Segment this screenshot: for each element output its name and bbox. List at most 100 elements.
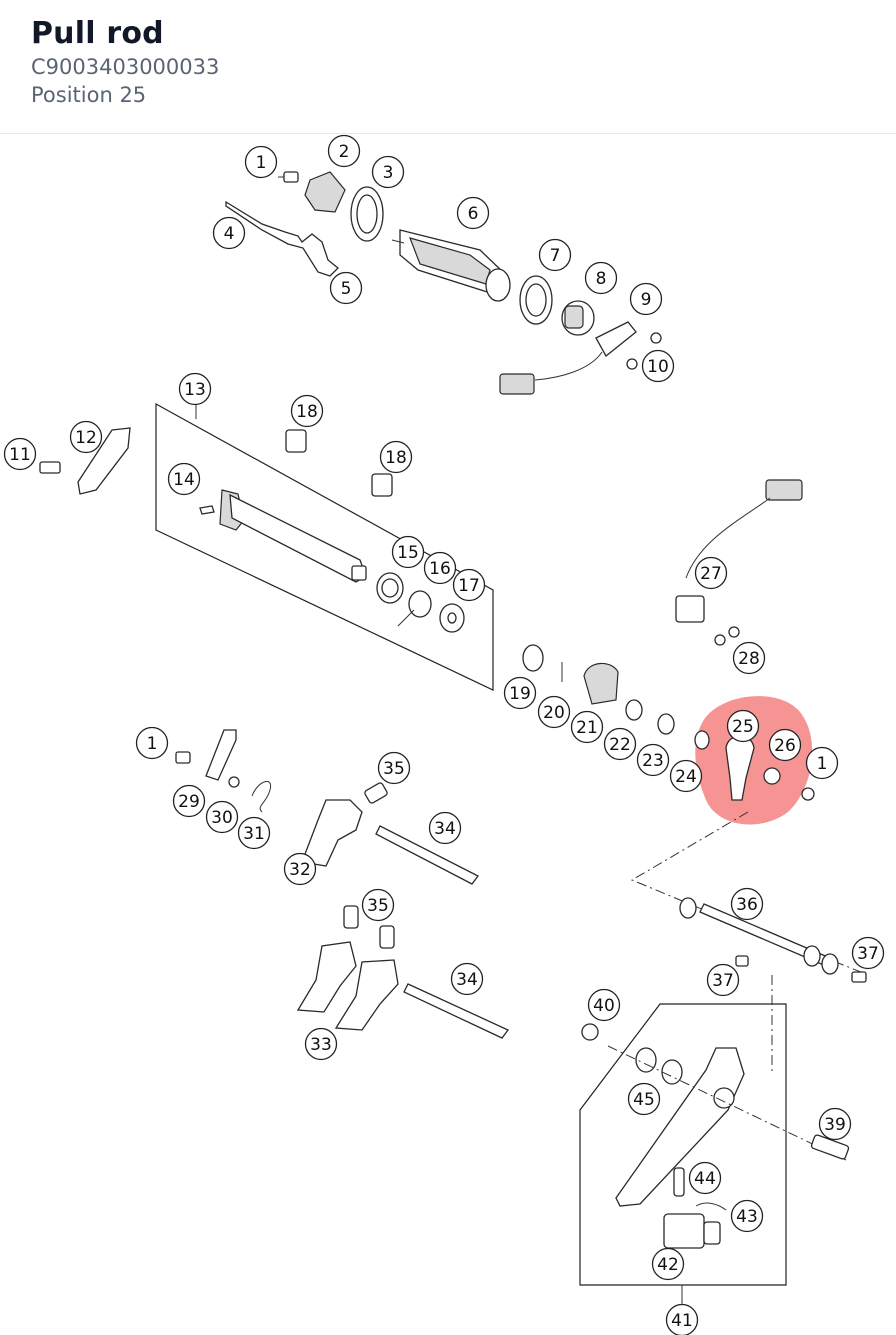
callout-circle[interactable]	[377, 751, 411, 785]
callout-1[interactable]: 1	[244, 145, 278, 179]
callout-circle[interactable]	[584, 261, 618, 295]
callout-circle[interactable]	[706, 963, 740, 997]
callout-circle[interactable]	[452, 568, 486, 602]
callout-circle[interactable]	[629, 282, 663, 316]
callout-circle[interactable]	[538, 238, 572, 272]
callout-21[interactable]: 21	[570, 710, 604, 744]
callout-circle[interactable]	[237, 816, 271, 850]
callout-40[interactable]: 40	[587, 988, 621, 1022]
callout-18[interactable]: 18	[290, 394, 324, 428]
callout-circle[interactable]	[167, 462, 201, 496]
callout-17[interactable]: 17	[452, 568, 486, 602]
callout-circle[interactable]	[732, 641, 766, 675]
callout-22[interactable]: 22	[603, 727, 637, 761]
callout-circle[interactable]	[361, 888, 395, 922]
callout-14[interactable]: 14	[167, 462, 201, 496]
callout-circle[interactable]	[244, 145, 278, 179]
callout-5[interactable]: 5	[329, 271, 363, 305]
callout-29[interactable]: 29	[172, 784, 206, 818]
callout-circle[interactable]	[768, 728, 802, 762]
callout-25[interactable]: 25	[726, 709, 760, 743]
callout-circle[interactable]	[423, 551, 457, 585]
callout-circle[interactable]	[178, 372, 212, 406]
callout-12[interactable]: 12	[69, 420, 103, 454]
callout-circle[interactable]	[391, 535, 425, 569]
callout-34[interactable]: 34	[450, 962, 484, 996]
callout-42[interactable]: 42	[651, 1247, 685, 1281]
callout-28[interactable]: 28	[732, 641, 766, 675]
callout-45[interactable]: 45	[627, 1082, 661, 1116]
callout-32[interactable]: 32	[283, 852, 317, 886]
callout-2[interactable]: 2	[327, 134, 361, 168]
callout-circle[interactable]	[636, 743, 670, 777]
callout-13[interactable]: 13	[178, 372, 212, 406]
callout-6[interactable]: 6	[456, 196, 490, 230]
callout-18[interactable]: 18	[379, 440, 413, 474]
callout-31[interactable]: 31	[237, 816, 271, 850]
callout-circle[interactable]	[627, 1082, 661, 1116]
callout-circle[interactable]	[503, 676, 537, 710]
callout-11[interactable]: 11	[3, 437, 37, 471]
callout-7[interactable]: 7	[538, 238, 572, 272]
callout-34[interactable]: 34	[428, 811, 462, 845]
callout-44[interactable]: 44	[688, 1161, 722, 1195]
callout-circle[interactable]	[205, 800, 239, 834]
callout-37[interactable]: 37	[851, 936, 885, 970]
callout-circle[interactable]	[371, 155, 405, 189]
callout-circle[interactable]	[694, 556, 728, 590]
callout-circle[interactable]	[603, 727, 637, 761]
callout-circle[interactable]	[726, 709, 760, 743]
callout-20[interactable]: 20	[537, 695, 571, 729]
callout-circle[interactable]	[651, 1247, 685, 1281]
callout-circle[interactable]	[290, 394, 324, 428]
callout-23[interactable]: 23	[636, 743, 670, 777]
callout-circle[interactable]	[327, 134, 361, 168]
callout-circle[interactable]	[428, 811, 462, 845]
callout-circle[interactable]	[329, 271, 363, 305]
callout-circle[interactable]	[730, 1199, 764, 1233]
callout-24[interactable]: 24	[669, 759, 703, 793]
callout-circle[interactable]	[3, 437, 37, 471]
callout-circle[interactable]	[730, 887, 764, 921]
callout-27[interactable]: 27	[694, 556, 728, 590]
callout-16[interactable]: 16	[423, 551, 457, 585]
callout-4[interactable]: 4	[212, 216, 246, 250]
callout-circle[interactable]	[851, 936, 885, 970]
callout-8[interactable]: 8	[584, 261, 618, 295]
callout-circle[interactable]	[304, 1027, 338, 1061]
callout-circle[interactable]	[172, 784, 206, 818]
callout-33[interactable]: 33	[304, 1027, 338, 1061]
callout-circle[interactable]	[669, 759, 703, 793]
callout-circle[interactable]	[456, 196, 490, 230]
callout-1[interactable]: 1	[805, 746, 839, 780]
callout-43[interactable]: 43	[730, 1199, 764, 1233]
callout-circle[interactable]	[688, 1161, 722, 1195]
callout-35[interactable]: 35	[361, 888, 395, 922]
callout-37[interactable]: 37	[706, 963, 740, 997]
callout-circle[interactable]	[665, 1303, 699, 1335]
callout-circle[interactable]	[570, 710, 604, 744]
callout-circle[interactable]	[135, 726, 169, 760]
callout-circle[interactable]	[587, 988, 621, 1022]
callout-circle[interactable]	[641, 349, 675, 383]
callout-41[interactable]: 41	[665, 1303, 699, 1335]
callout-26[interactable]: 26	[768, 728, 802, 762]
callout-30[interactable]: 30	[205, 800, 239, 834]
callout-circle[interactable]	[537, 695, 571, 729]
callout-10[interactable]: 10	[641, 349, 675, 383]
callout-circle[interactable]	[379, 440, 413, 474]
callout-circle[interactable]	[450, 962, 484, 996]
callout-35[interactable]: 35	[377, 751, 411, 785]
callout-36[interactable]: 36	[730, 887, 764, 921]
callout-15[interactable]: 15	[391, 535, 425, 569]
callout-1[interactable]: 1	[135, 726, 169, 760]
callout-19[interactable]: 19	[503, 676, 537, 710]
callout-circle[interactable]	[69, 420, 103, 454]
callout-circle[interactable]	[283, 852, 317, 886]
callout-circle[interactable]	[805, 746, 839, 780]
callout-9[interactable]: 9	[629, 282, 663, 316]
callout-39[interactable]: 39	[818, 1107, 852, 1141]
callout-circle[interactable]	[818, 1107, 852, 1141]
callout-circle[interactable]	[212, 216, 246, 250]
callout-3[interactable]: 3	[371, 155, 405, 189]
